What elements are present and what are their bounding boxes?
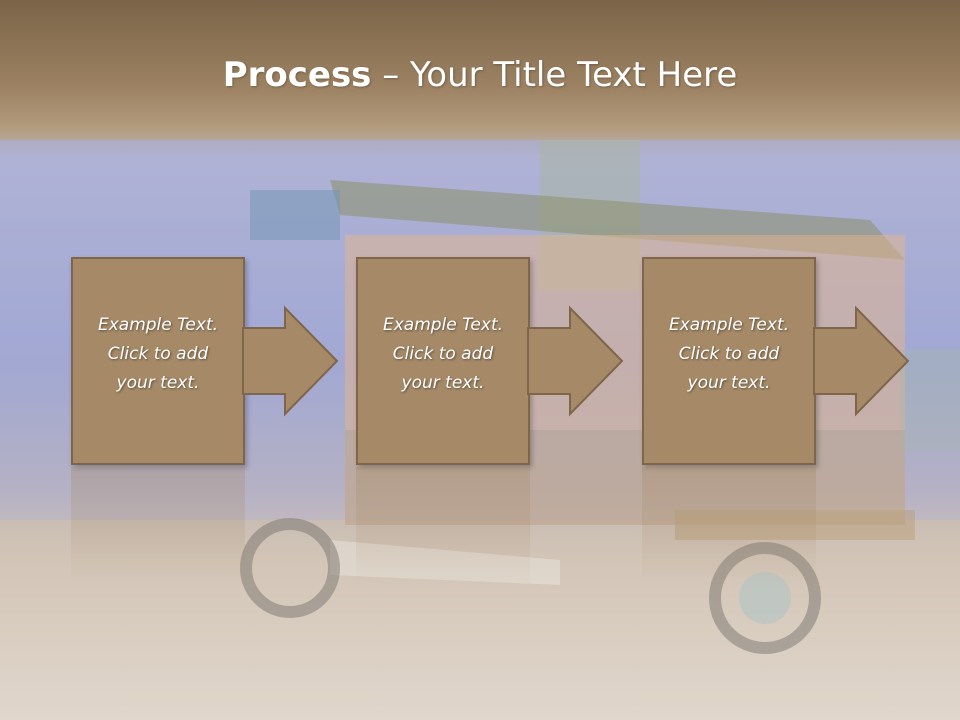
- process-step-2-text: Example Text. Click to add your text.: [358, 311, 528, 398]
- right-arrow-icon: [527, 305, 624, 417]
- step-text-line: Example Text.: [97, 315, 219, 335]
- step-text-line: Example Text.: [668, 315, 790, 335]
- process-step-1-text: Example Text. Click to add your text.: [73, 311, 243, 398]
- process-step-2-box[interactable]: Example Text. Click to add your text.: [356, 257, 530, 465]
- step-text-line: your text.: [401, 373, 485, 393]
- process-step-3-text: Example Text. Click to add your text.: [644, 311, 814, 398]
- process-step-2-reflection: [356, 467, 530, 587]
- process-step-1-box[interactable]: Example Text. Click to add your text.: [71, 257, 245, 465]
- step-text-line: your text.: [687, 373, 771, 393]
- step-text-line: Click to add: [392, 344, 494, 364]
- slide-title[interactable]: Process – Your Title Text Here: [0, 50, 960, 100]
- title-bold: Process: [222, 55, 372, 95]
- step-text-line: Click to add: [107, 344, 209, 364]
- process-step-1-reflection: [71, 467, 245, 587]
- step-text-line: Click to add: [678, 344, 780, 364]
- step-text-line: Example Text.: [382, 315, 504, 335]
- right-arrow-icon: [813, 305, 910, 417]
- step-text-line: your text.: [116, 373, 200, 393]
- process-step-3-box[interactable]: Example Text. Click to add your text.: [642, 257, 816, 465]
- title-rest: – Your Title Text Here: [371, 55, 738, 95]
- right-arrow-icon: [242, 305, 339, 417]
- process-step-3-reflection: [642, 467, 816, 587]
